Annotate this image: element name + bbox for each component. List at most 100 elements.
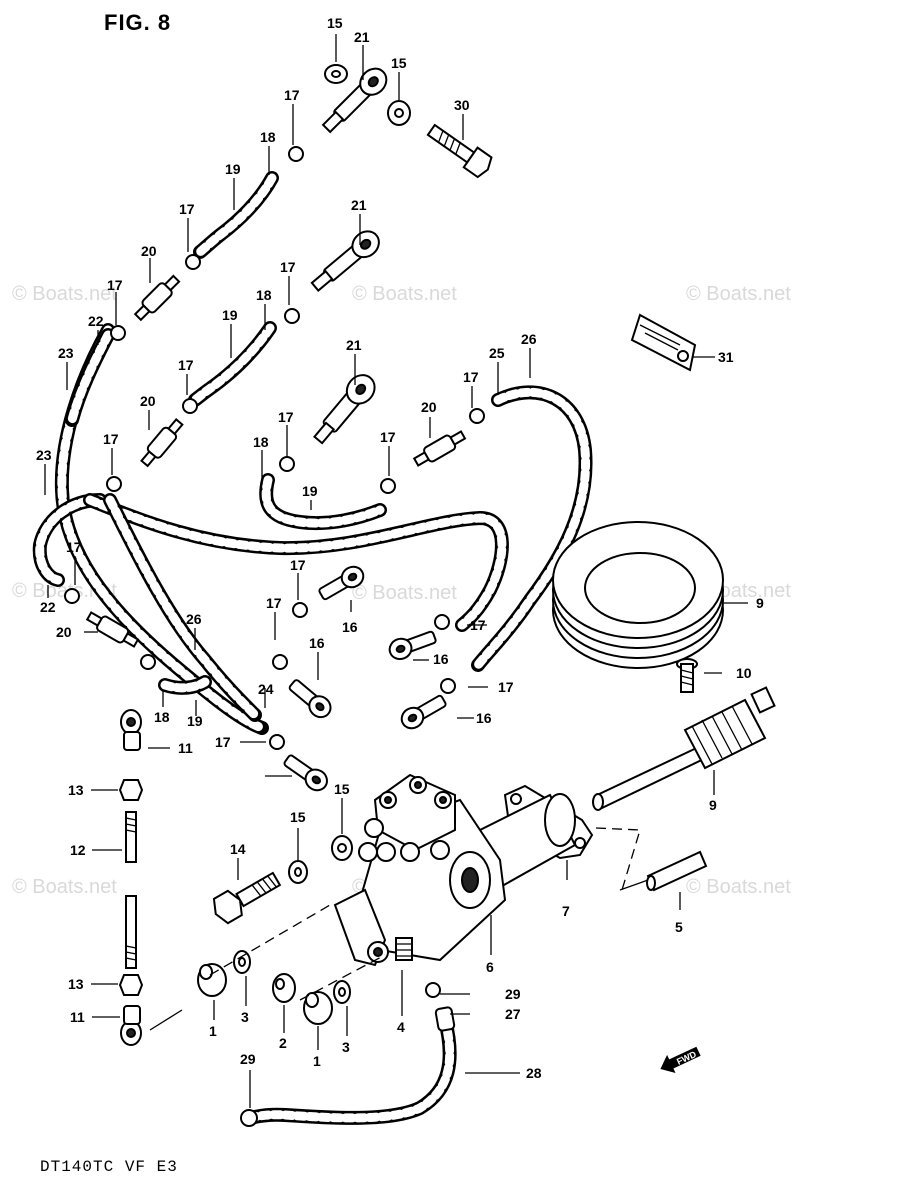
fwd-arrow-icon: FWD [660,1046,701,1073]
callout-29: 29 [505,986,521,1002]
assembly-lines [209,827,649,1001]
callout-3: 3 [342,1039,350,1055]
callout-20: 20 [421,399,437,415]
callout-17: 17 [498,679,514,695]
clips-17 [64,146,485,750]
callout-22: 22 [88,313,104,329]
callout-2: 2 [279,1035,287,1051]
driven-gear-8 [592,686,776,811]
plate-31 [630,313,697,372]
model-code: DT140TC VF E3 [40,1158,178,1176]
callout-18: 18 [253,434,269,450]
callout-labels: 15 21 15 30 17 18 19 17 21 20 17 18 17 2… [36,15,764,1081]
fitting-16d [400,694,447,730]
callout-21: 21 [354,29,370,45]
callout-27: 27 [505,1006,521,1022]
callout-4: 4 [397,1019,405,1035]
callout-17: 17 [284,87,300,103]
callout-21: 21 [351,197,367,213]
callout-16: 16 [476,710,492,726]
callout-11: 11 [178,740,193,756]
callout-17: 17 [107,277,123,293]
callout-19: 19 [222,307,238,323]
callout-13: 13 [68,976,84,992]
nuts-13 [118,779,144,996]
fitting-21c [313,374,376,445]
callout-17: 17 [103,431,119,447]
callout-19: 19 [187,713,203,729]
callout-25: 25 [489,345,505,361]
callout-1: 1 [313,1053,321,1069]
callout-7: 7 [562,903,570,919]
fitting-16e [283,754,328,792]
watermark-2: © Boats.net [352,283,457,305]
callout-23: 23 [58,345,74,361]
fitting-21b [310,230,380,292]
callout-11: 11 [70,1009,85,1025]
watermark-7: © Boats.net [12,876,117,898]
screw-30 [426,123,493,179]
rod-12 [125,811,137,969]
callout-17: 17 [66,539,82,555]
callout-17: 17 [380,429,396,445]
callout-17: 17 [280,259,296,275]
callout-5: 5 [675,919,683,935]
watermark-1: © Boats.net [12,283,117,305]
washers-15 [288,64,411,884]
callout-18: 18 [256,287,272,303]
callout-29: 29 [240,1051,256,1067]
callout-15: 15 [327,15,343,31]
watermark-9: © Boats.net [686,876,791,898]
fitting-16b [288,679,332,719]
callout-22: 22 [40,599,56,615]
callout-26: 26 [521,331,537,347]
callout-14: 14 [230,841,246,857]
callout-17: 17 [278,409,294,425]
screw-10 [676,658,698,693]
callout-6: 6 [486,959,494,975]
callout-1: 1 [209,1023,217,1039]
watermark-3: © Boats.net [686,283,791,305]
callout-17: 17 [266,595,282,611]
callout-19: 19 [302,483,318,499]
fitting-16a [318,565,365,601]
figure-title: FIG. 8 [104,10,172,35]
collars-washers [197,950,351,1127]
callout-28: 28 [526,1065,542,1081]
callout-3: 3 [241,1009,249,1025]
cable-ends-11 [120,709,142,1046]
callout-15: 15 [334,781,350,797]
callout-24: 24 [258,681,274,697]
callout-15: 15 [391,55,407,71]
callout-17: 17 [290,557,306,573]
callout-16: 16 [433,651,449,667]
callout-19: 19 [225,161,241,177]
oil-pump-body [333,773,594,1032]
callout-21: 21 [346,337,362,353]
callout-9: 9 [709,797,717,813]
watermark-5: © Boats.net [352,582,457,604]
connectors-20 [85,274,467,648]
fitting-21a [321,67,388,134]
callout-17: 17 [215,734,231,750]
callout-26: 26 [186,611,202,627]
callout-17: 17 [179,201,195,217]
callout-17: 17 [463,369,479,385]
callout-20: 20 [140,393,156,409]
callout-15: 15 [290,809,306,825]
callout-20: 20 [141,243,157,259]
bolt-14 [212,871,282,925]
callout-17: 17 [470,617,486,633]
callout-9: 9 [756,595,764,611]
pin-5 [646,850,708,892]
callout-16: 16 [342,619,358,635]
callout-17: 17 [178,357,194,373]
callout-12: 12 [70,842,86,858]
callout-18: 18 [154,709,170,725]
callout-18: 18 [260,129,276,145]
callout-31: 31 [718,349,734,365]
seal-9 [552,521,724,669]
callout-30: 30 [454,97,470,113]
eye-fittings [283,67,447,792]
callout-16: 16 [309,635,325,651]
